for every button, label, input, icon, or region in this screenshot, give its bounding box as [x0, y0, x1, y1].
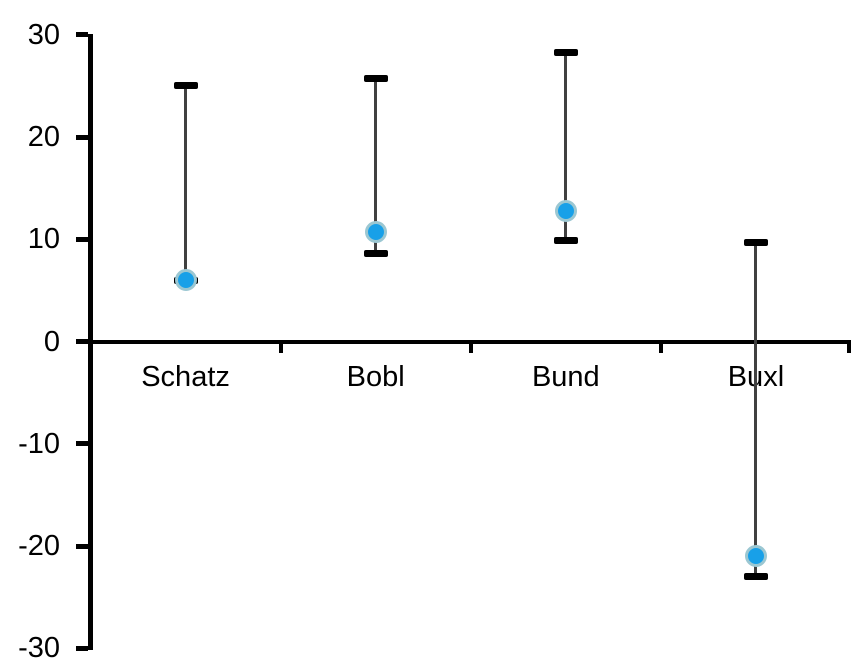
whisker-line — [754, 242, 758, 577]
y-axis-tick — [76, 236, 88, 242]
y-axis-tick — [76, 32, 88, 38]
whisker-line — [374, 78, 378, 254]
y-axis-tick-label: 20 — [27, 121, 60, 153]
x-axis-tick — [468, 339, 473, 353]
x-axis-category-label: Schatz — [141, 361, 230, 393]
y-axis-tick — [76, 134, 88, 140]
whisker-line — [184, 85, 188, 281]
y-axis-tick — [76, 645, 88, 651]
x-axis-tick — [847, 339, 851, 353]
whisker-cap-high — [743, 238, 768, 246]
whisker-cap-high — [173, 82, 198, 90]
y-axis-tick-label: -10 — [18, 427, 60, 460]
data-point-dot — [364, 221, 387, 244]
y-axis-tick-label: 30 — [27, 18, 60, 51]
y-axis-tick-label: 10 — [27, 223, 60, 256]
x-axis-category-label: Bobl — [346, 361, 405, 393]
x-axis-tick — [658, 339, 663, 353]
whisker-cap-low — [363, 250, 388, 258]
whisker-cap-high — [363, 75, 388, 83]
y-axis-tick — [76, 441, 88, 447]
whisker-cap-low — [553, 236, 578, 244]
y-axis-tick — [76, 543, 88, 549]
data-point-dot — [554, 199, 577, 222]
y-axis-tick-label: -20 — [18, 530, 60, 562]
whisker-line — [564, 52, 568, 241]
data-point-dot — [744, 545, 767, 568]
x-axis-category-label: Bund — [531, 361, 600, 393]
data-point-dot — [174, 269, 197, 292]
y-axis-tick-label: -30 — [18, 632, 60, 665]
whisker-cap-high — [553, 48, 578, 56]
y-axis-tick-label: 0 — [43, 325, 60, 358]
y-axis-tick — [76, 339, 88, 344]
x-axis-tick — [278, 339, 283, 353]
whisker-cap-low — [743, 573, 768, 581]
